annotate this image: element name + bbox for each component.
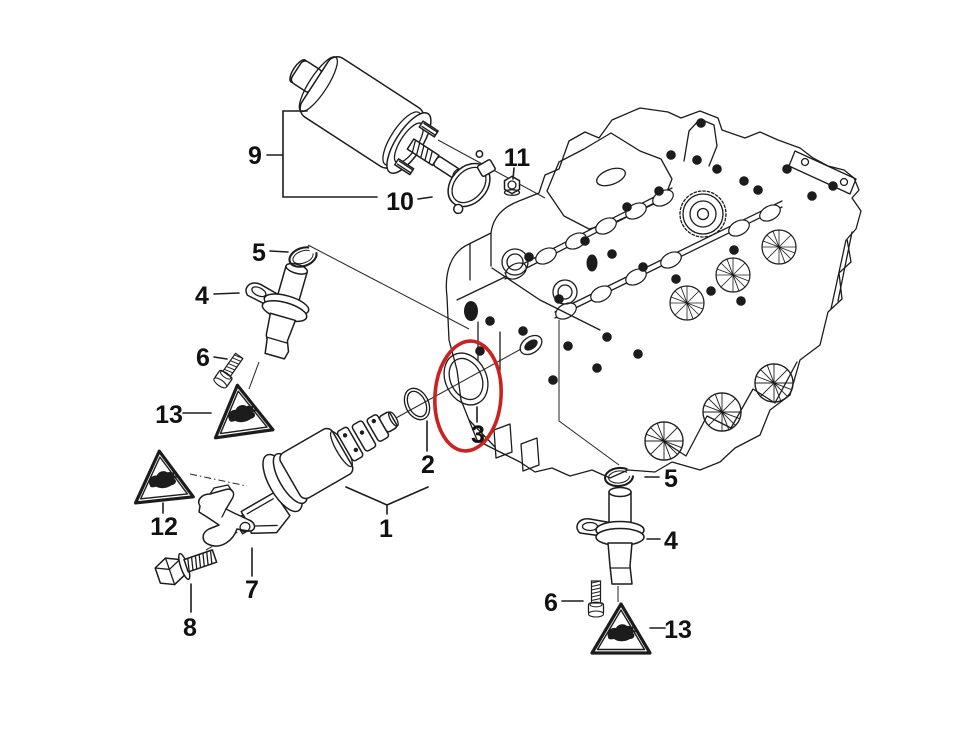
hex-bolt-illustration — [154, 549, 218, 586]
cylinder-head-illustration — [445, 107, 862, 479]
callout-7-label: 7 — [245, 576, 259, 604]
callout-13-upper-label: 13 — [155, 401, 183, 429]
callout-5-lower-label: 5 — [664, 465, 678, 493]
callout-10-label: 10 — [386, 188, 414, 216]
callout-5-upper-label: 5 — [252, 239, 266, 267]
callout-6-upper-label: 6 — [196, 344, 210, 372]
highlight-circle — [433, 339, 503, 453]
o-ring-small-illustration — [403, 387, 431, 421]
o-ring-highlighted-illustration — [443, 352, 489, 406]
warning-triangle-left-icon — [128, 446, 195, 505]
callout-leaders — [162, 110, 666, 629]
screw-lower-illustration — [587, 580, 605, 618]
callout-9-label: 9 — [248, 142, 262, 170]
callout-13-lower-label: 13 — [664, 616, 692, 644]
callout-1-label: 1 — [379, 515, 393, 543]
callout-11-label: 11 — [504, 144, 531, 172]
callout-8-label: 8 — [183, 614, 197, 642]
nut-illustration — [503, 175, 521, 196]
camshaft-sensor-upper-illustration — [211, 242, 321, 391]
callout-4-upper-label: 4 — [195, 282, 209, 310]
callout-3-label: 3 — [471, 421, 485, 449]
callout-6-lower-label: 6 — [544, 589, 558, 617]
vanos-solenoid-illustration — [233, 411, 399, 535]
holding-bracket-illustration — [198, 484, 256, 547]
warning-triangle-upper-icon — [207, 379, 275, 440]
callout-labels: 9 10 11 5 4 6 13 12 7 8 1 2 3 5 4 6 13 — [150, 142, 692, 644]
callout-12-label: 12 — [150, 513, 178, 541]
camshaft-sensor-lower-illustration — [576, 465, 645, 618]
hose-clamp-illustration — [447, 150, 496, 215]
actuator-motor-illustration — [289, 56, 462, 180]
callout-4-lower-label: 4 — [664, 527, 678, 555]
callout-2-label: 2 — [421, 451, 435, 479]
